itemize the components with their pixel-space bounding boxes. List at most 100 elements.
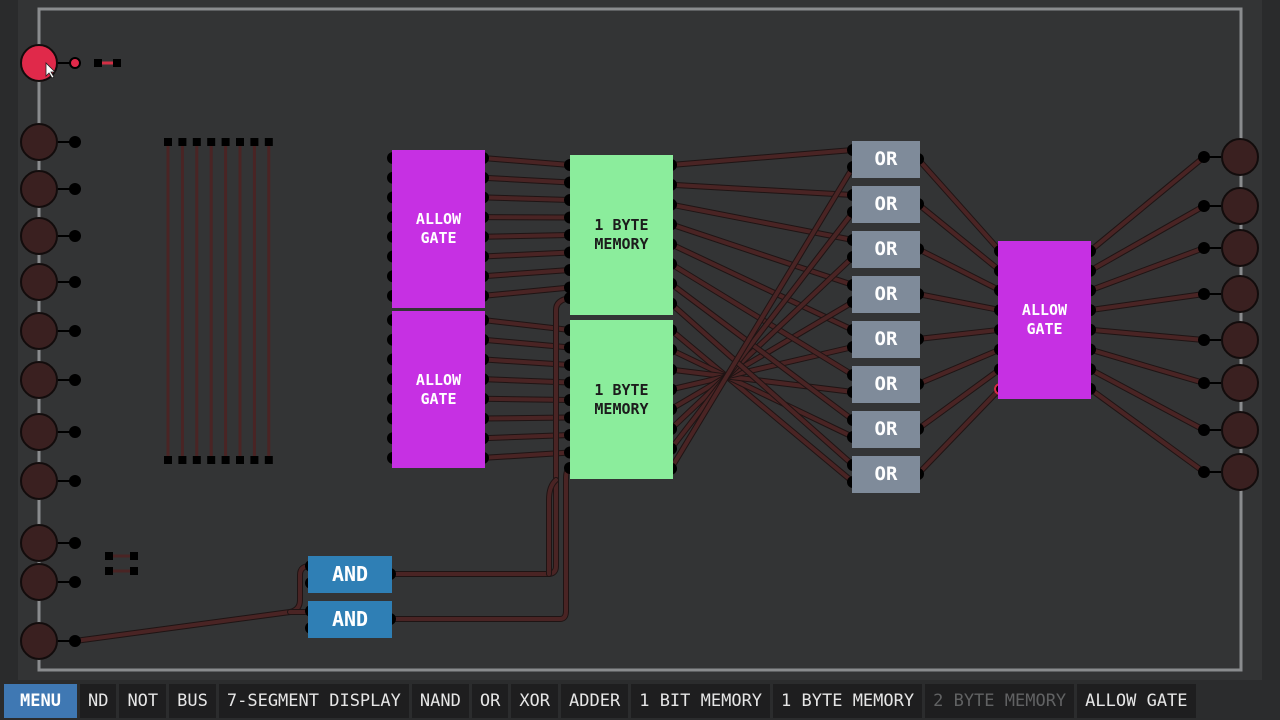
bus-terminal-bottom (207, 456, 216, 464)
wire-ag1-mem1 (481, 156, 572, 167)
output-pin (1198, 151, 1210, 163)
allow-gate-chip-2[interactable]: ALLOW GATE (392, 311, 485, 468)
mini-bus-terminal (130, 552, 138, 560)
input-pin (69, 426, 81, 438)
or-gate-chip-8[interactable]: OR (852, 456, 920, 493)
or-gate-chip-5[interactable]: OR (852, 321, 920, 358)
menu-button[interactable]: MENU (4, 684, 77, 718)
wire-ag3-output (1088, 367, 1206, 432)
bus-terminal-bottom (221, 456, 230, 464)
bus-terminal-bottom (236, 456, 244, 464)
menu-item-and[interactable]: ND (79, 684, 117, 718)
wire-mem2-or (669, 165, 855, 471)
wire-ag3-output (1088, 155, 1206, 253)
and-gate-chip-2[interactable]: AND (308, 601, 392, 638)
byte-memory-chip-2[interactable]: 1 BYTE MEMORY (570, 320, 673, 479)
byte-memory-chip-1[interactable]: 1 BYTE MEMORY (570, 155, 673, 315)
input-pin (69, 475, 81, 487)
menu-item-1-bit-memory[interactable]: 1 BIT MEMORY (631, 684, 771, 718)
input-toggle (20, 123, 58, 161)
input-pin (69, 635, 81, 647)
input-toggle (20, 563, 58, 601)
output-pin (1198, 424, 1210, 436)
wire-ag1-mem1 (481, 175, 572, 185)
bus-terminal-top (236, 138, 244, 146)
wire-mem2-or (669, 210, 855, 451)
or-gate-chip-6[interactable]: OR (852, 366, 920, 403)
wire-and1-branch (547, 478, 558, 576)
menu-item-1-byte-memory[interactable]: 1 BYTE MEMORY (773, 684, 923, 718)
output-pin (1198, 242, 1210, 254)
wire-mem1-or (669, 202, 855, 242)
input-toggle (20, 312, 58, 350)
menu-item-not[interactable]: NOT (119, 684, 167, 718)
output-lamp (1221, 411, 1259, 449)
output-pin (1198, 288, 1210, 300)
wire-or-ag3 (916, 327, 1002, 341)
bus-terminal-top (192, 138, 201, 146)
menu-item-2-byte-memory[interactable]: 2 BYTE MEMORY (925, 684, 1075, 718)
output-pin (1198, 200, 1210, 212)
input-pin (69, 576, 81, 588)
allow-gate-chip-3[interactable]: ALLOW GATE (998, 241, 1091, 399)
wire-ag1-mem1 (481, 233, 572, 239)
io-layer (20, 44, 1259, 660)
or-gate-chip-4[interactable]: OR (852, 276, 920, 313)
mini-bus-terminal (94, 59, 102, 67)
or-gate-chip-3[interactable]: OR (852, 231, 920, 268)
menu-item-adder[interactable]: ADDER (561, 684, 629, 718)
menu-item-or[interactable]: OR (471, 684, 509, 718)
bus-terminal-top (221, 138, 230, 146)
or-gate-chip-1[interactable]: OR (852, 141, 920, 178)
bus-terminal-bottom (164, 456, 172, 464)
allow-gate-chip-1[interactable]: ALLOW GATE (392, 150, 485, 308)
circuit-board[interactable]: ALLOW GATE ALLOW GATE 1 BYTE MEMORY 1 BY… (0, 0, 1280, 680)
wire-ag1-mem1 (481, 195, 572, 202)
wire-mem2-or (669, 328, 855, 484)
input-toggle (20, 361, 58, 399)
wire-mem1-or (669, 182, 855, 197)
menu-item-allow-gate[interactable]: ALLOW GATE (1077, 684, 1196, 718)
wire-mem2-or (669, 347, 855, 439)
wire-or-ag3 (916, 202, 1002, 273)
output-pin (1198, 334, 1210, 346)
input-toggle (20, 217, 58, 255)
output-pin (1198, 377, 1210, 389)
input-pin (69, 325, 81, 337)
input-pin-on (69, 57, 81, 69)
bus-terminal-top (250, 138, 259, 146)
mini-bus-terminal (130, 567, 138, 575)
wire-mem1-or (669, 301, 855, 467)
and-gate-chip-1[interactable]: AND (308, 556, 392, 593)
mini-bus-terminal (113, 59, 121, 67)
output-lamp (1221, 229, 1259, 267)
menu-item-7-segment-display[interactable]: 7-SEGMENT DISPLAY (218, 684, 409, 718)
input-toggle (20, 622, 58, 660)
wire-mem2-or (669, 255, 855, 431)
wire-ag3-output (1088, 292, 1206, 313)
wire-ag1-mem1 (481, 285, 572, 298)
or-gate-chip-2[interactable]: OR (852, 186, 920, 223)
bus-terminal-bottom (250, 456, 259, 464)
input-pin (69, 374, 81, 386)
wire-ag1-mem1 (481, 250, 572, 259)
wire-mem1-or (669, 222, 855, 287)
wire-or-ag3 (916, 347, 1002, 386)
menu-item-nand[interactable]: NAND (411, 684, 469, 718)
wire-or-ag3 (916, 247, 1002, 293)
bus-layer (94, 59, 273, 575)
input-toggle (20, 462, 58, 500)
wire-or-ag3 (916, 157, 1002, 253)
or-gate-chip-7[interactable]: OR (852, 411, 920, 448)
menu-item-bus[interactable]: BUS (169, 684, 216, 718)
wire-ag3-output (1088, 246, 1206, 293)
output-lamp (1221, 187, 1259, 225)
wire-mem1-or (669, 148, 855, 167)
output-lamp (1221, 138, 1259, 176)
bus-terminal-top (164, 138, 172, 146)
bus-terminal-bottom (264, 456, 273, 464)
menu-item-xor[interactable]: XOR (511, 684, 559, 718)
wire-ag3-output (1088, 386, 1206, 474)
bus-terminal-top (178, 138, 187, 146)
wire-ag3-output (1088, 347, 1206, 385)
